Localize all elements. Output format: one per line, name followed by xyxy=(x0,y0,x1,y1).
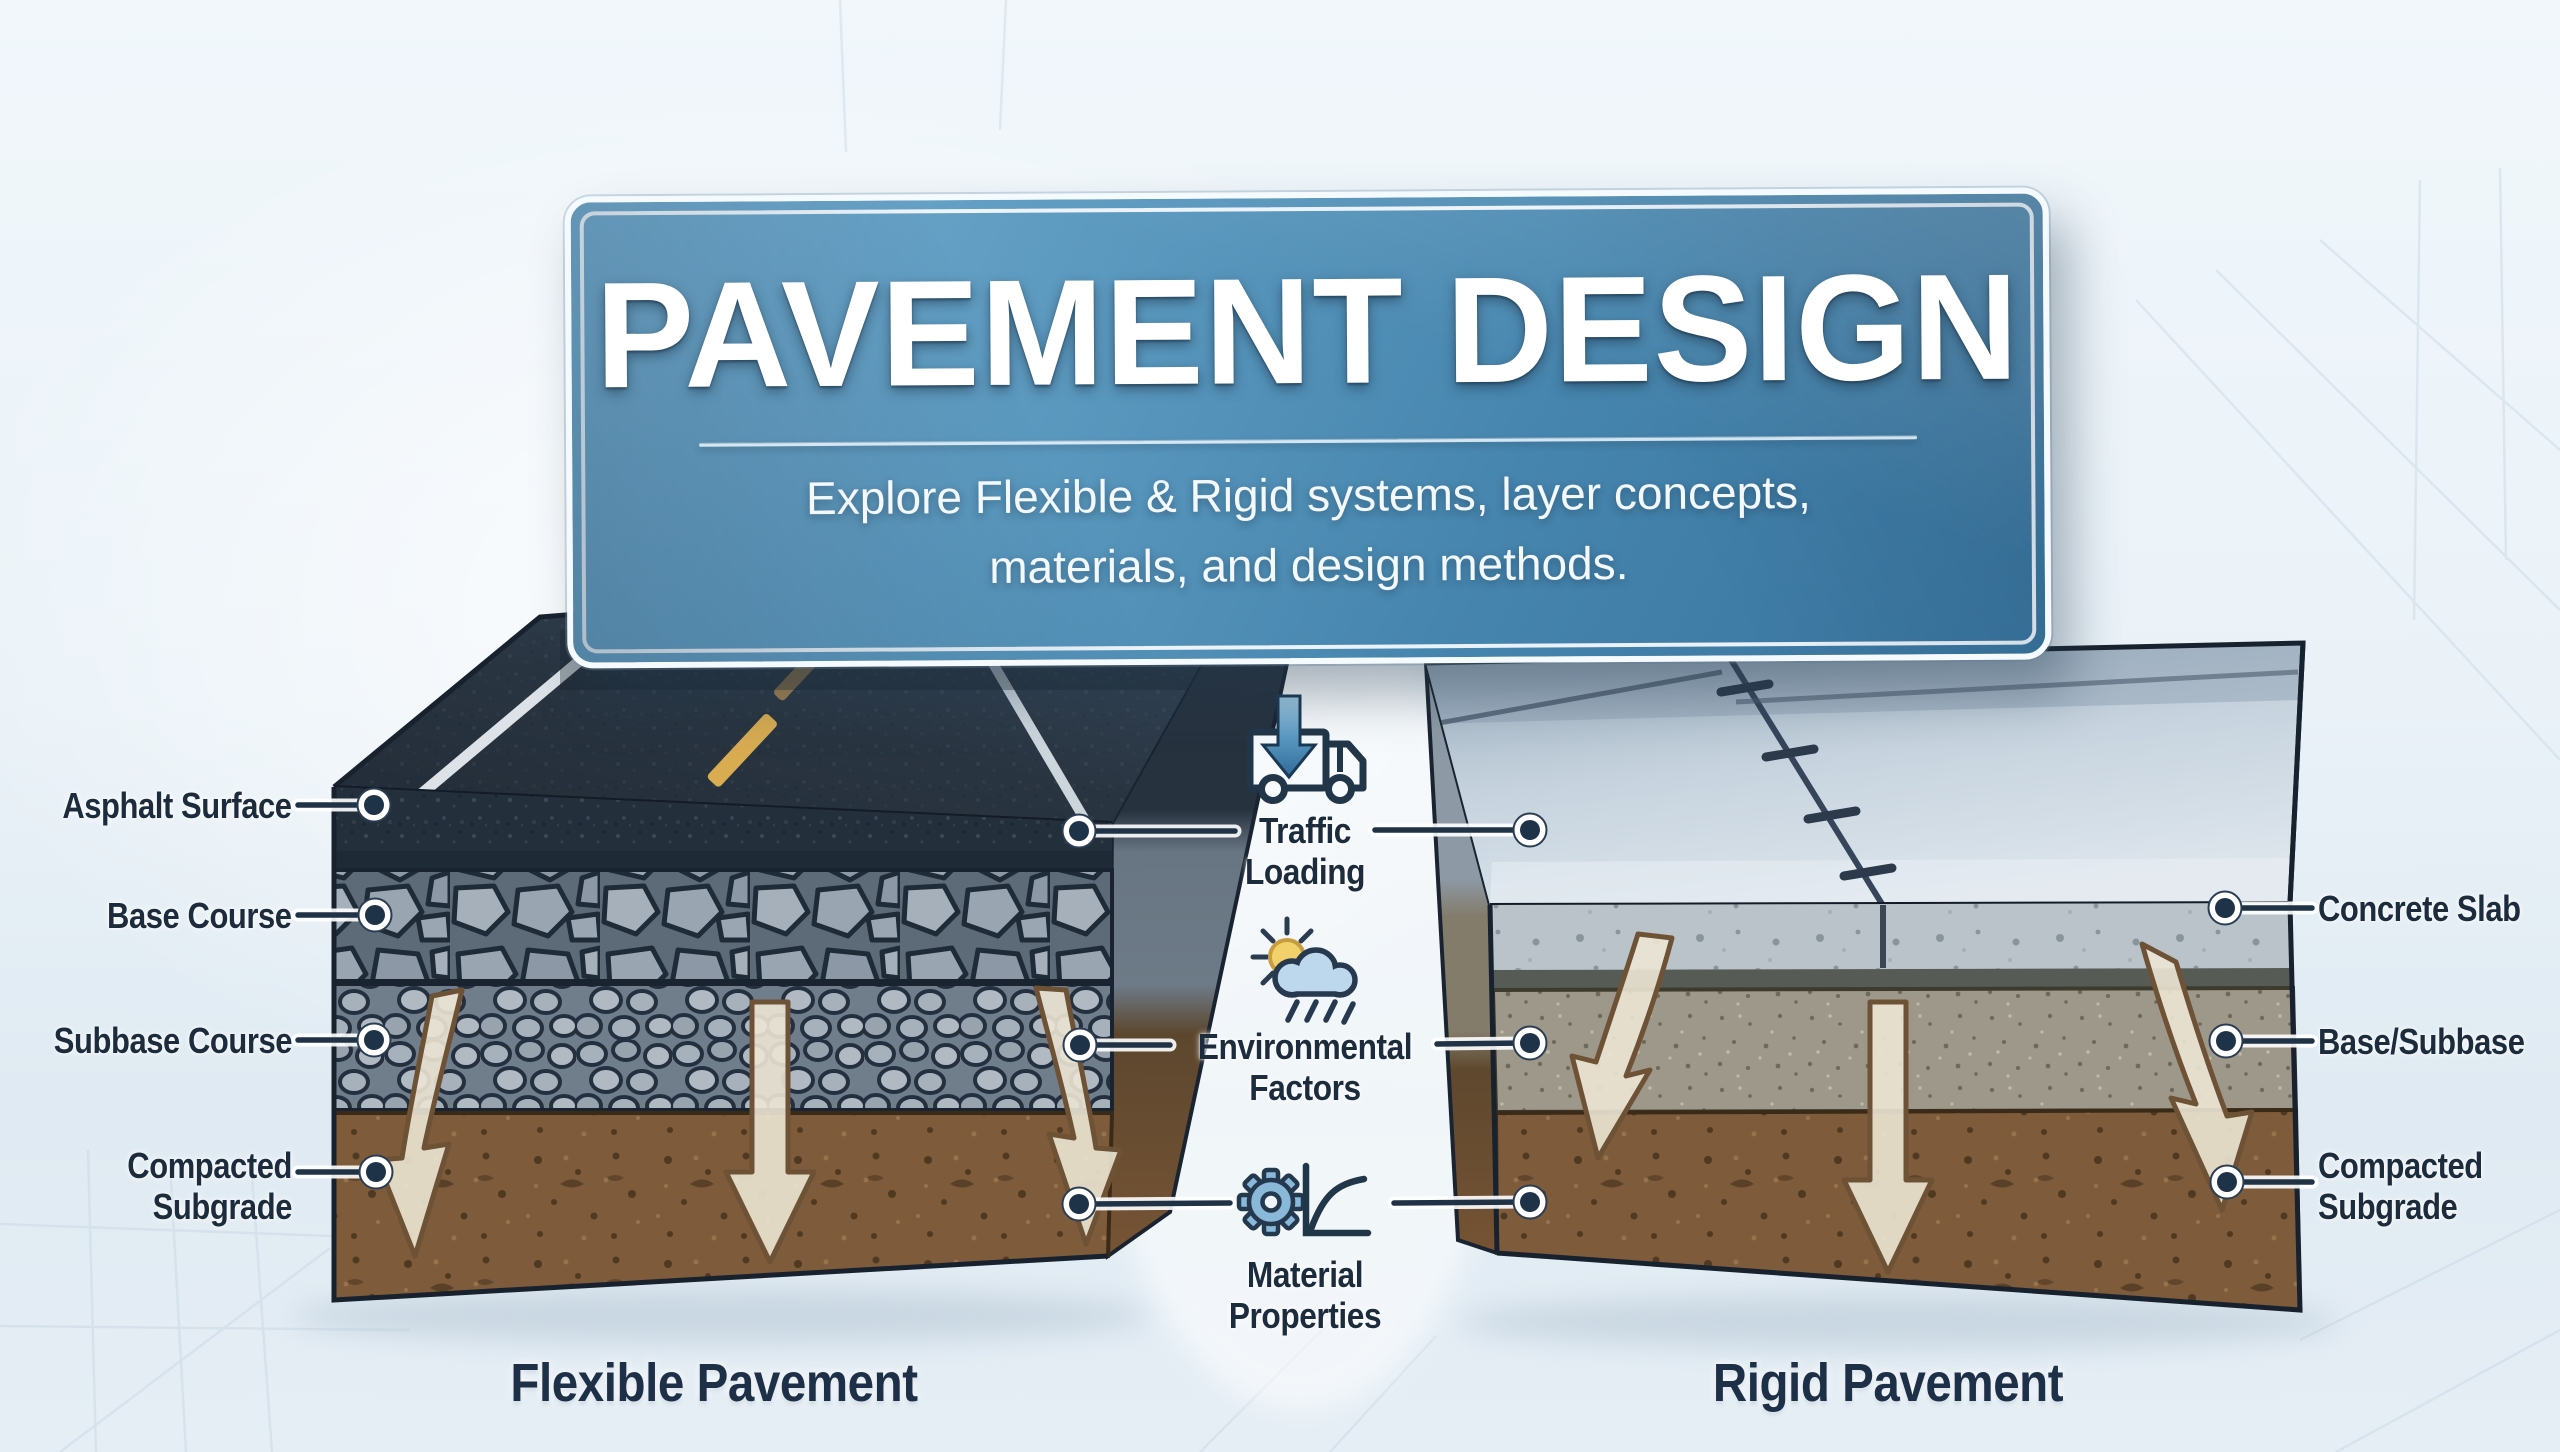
subtitle-line-2: materials, and design methods. xyxy=(989,536,1629,593)
base-course-face xyxy=(332,868,1114,983)
rigid-block-shadow xyxy=(1460,1294,2340,1350)
load-arrow xyxy=(1841,999,1935,1275)
rain-icon xyxy=(1285,999,1356,1025)
leader-lines xyxy=(291,787,2319,1222)
rigid-dark-band xyxy=(1492,968,2293,990)
label-environmental-factors: Environmental Factors xyxy=(1162,1026,1447,1108)
gear-icon xyxy=(1236,1167,1306,1237)
page-subtitle: Explore Flexible & Rigid systems, layer … xyxy=(572,457,2045,606)
transverse-joint-left xyxy=(1427,669,1723,728)
asphalt-layer-face xyxy=(334,787,1112,851)
label-dot xyxy=(1061,1186,1097,1222)
stress-curve-graph xyxy=(1302,1162,1372,1237)
label-asphalt-surface: Asphalt Surface xyxy=(62,785,293,826)
label-dots xyxy=(356,787,2245,1222)
concrete-slab-face xyxy=(1490,903,2292,970)
label-dot xyxy=(2208,1023,2244,1059)
subtitle-line-1: Explore Flexible & Rigid systems, layer … xyxy=(805,465,1811,525)
label-base-course: Base Course xyxy=(107,895,292,936)
sun-rays xyxy=(1250,916,1314,986)
label-dot xyxy=(2207,890,2243,926)
label-dot xyxy=(357,897,393,933)
label-traffic-loading: Traffic Loading xyxy=(1162,810,1447,892)
label-material-properties: Material Properties xyxy=(1162,1254,1447,1336)
environment-label-line2: Factors xyxy=(1249,1067,1361,1108)
flexible-block-outline xyxy=(331,787,1109,1303)
label-dot xyxy=(356,787,392,823)
label-dot xyxy=(1512,1184,1548,1220)
label-dot xyxy=(1061,813,1097,849)
transverse-joint-right xyxy=(1735,669,2299,705)
label-dot xyxy=(2209,1164,2245,1200)
sun-cloud-rain-icon xyxy=(1250,916,1358,1025)
label-dot xyxy=(1512,1025,1548,1061)
label-base-subbase: Base/Subbase xyxy=(2318,1021,2525,1062)
load-arrow xyxy=(374,987,465,1259)
asphalt-binder-band xyxy=(334,851,1112,870)
material-label-line1: Material xyxy=(1246,1254,1364,1295)
environment-label-line1: Environmental xyxy=(1197,1026,1413,1067)
flexible-block-shadow xyxy=(290,1288,1150,1344)
dowel-bars xyxy=(1716,679,1897,881)
traffic-label-line1: Traffic xyxy=(1258,810,1351,851)
road-edge-line-right xyxy=(980,647,1090,823)
material-label-line2: Properties xyxy=(1228,1295,1382,1336)
subgrade-face-flexible xyxy=(332,1111,1115,1303)
traffic-label-line2: Loading xyxy=(1244,851,1366,892)
cloud-icon xyxy=(1272,947,1358,998)
concrete-slab-surface xyxy=(1425,640,2306,907)
label-dot xyxy=(356,1022,392,1058)
label-dot xyxy=(1512,812,1548,848)
label-subbase-course: Subbase Course xyxy=(53,1020,293,1061)
caption-flexible-pavement: Flexible Pavement xyxy=(510,1353,918,1413)
caption-rigid-pavement: Rigid Pavement xyxy=(1712,1353,2064,1413)
label-compacted-subgrade-right: Compacted Subgrade xyxy=(2318,1145,2483,1227)
label-compacted-subgrade-left: Compacted Subgrade xyxy=(127,1145,292,1227)
load-arrow xyxy=(1569,931,1675,1161)
flexible-pavement-illustration xyxy=(331,557,1295,1303)
label-dot xyxy=(1062,1027,1098,1063)
page-title: PAVEMENT DESIGN xyxy=(594,242,2020,420)
load-arrow xyxy=(723,999,817,1265)
rigid-pavement-illustration xyxy=(1424,640,2306,1313)
longitudinal-joint xyxy=(1722,648,1885,905)
gear-curve-icon xyxy=(1236,1162,1372,1237)
load-distribution-arrows xyxy=(374,931,2255,1275)
truck-down-arrow-icon xyxy=(1246,694,1367,804)
leader-line xyxy=(1391,1199,1533,1206)
load-arrow xyxy=(2139,941,2255,1213)
leader-line xyxy=(1087,1200,1233,1207)
down-arrow-icon xyxy=(1259,694,1319,780)
title-divider xyxy=(699,436,1918,447)
label-dot xyxy=(358,1154,394,1190)
title-banner: PAVEMENT DESIGN Explore Flexible & Rigid… xyxy=(564,187,2052,669)
rigid-block-outline xyxy=(1487,642,2306,1313)
label-concrete-slab: Concrete Slab xyxy=(2318,888,2521,929)
